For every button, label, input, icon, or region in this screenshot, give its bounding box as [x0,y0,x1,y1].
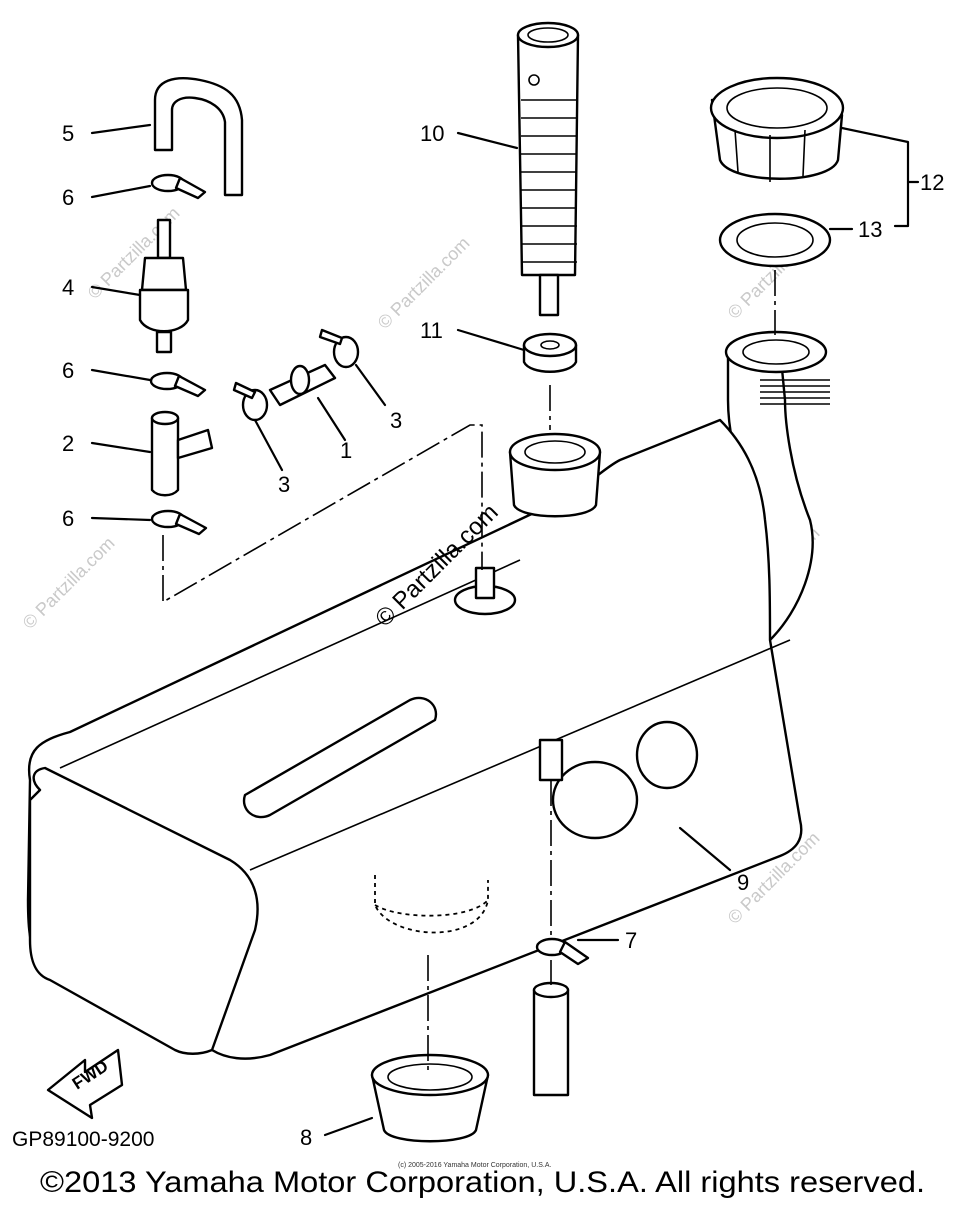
assembly-lines [162,270,776,1070]
part-6-clamp-top [150,173,207,200]
part-8-cup [370,1053,490,1143]
part-number-labels: 5 6 4 6 2 6 10 11 3 1 3 12 13 9 7 8 [62,121,944,1150]
sight-window [551,760,639,840]
part-label-3: 3 [390,408,402,433]
part-3-clamp-right [318,328,360,369]
part-label-6: 6 [62,358,74,383]
part-label-1: 1 [340,438,352,463]
tank-top-ridge [249,639,791,871]
bottom-recess-outline [374,875,489,934]
part-label-11: 11 [420,318,443,343]
part-2-tee [150,410,214,497]
part-label-10: 10 [420,121,444,146]
part-1-connector [268,363,337,407]
part-13-gasket [718,212,832,268]
fwd-arrow-icon: FWD [46,1048,124,1120]
part-6-clamp-low [150,509,208,536]
part-3-clamp-left [232,381,269,422]
part-label-12: 12 [920,170,944,195]
tank-top-edge [59,559,521,769]
part-label-3: 3 [278,472,290,497]
part-7-clamp [535,937,590,966]
spout-top [508,432,602,472]
tank-handle [242,696,438,819]
part-6-clamp-mid [149,371,207,398]
part-11-washer [522,332,578,373]
part-4-filter [138,218,190,354]
neck-threads [760,379,830,405]
tank-end-face [28,766,259,1055]
part-label-5: 5 [62,121,74,146]
part-label-8: 8 [300,1125,312,1150]
sight-window [635,720,699,790]
part-12-cap [709,76,845,182]
part-label-6: 6 [62,185,74,210]
leader-lines [90,123,920,1137]
part-label-13: 13 [858,217,882,242]
neck-top [724,330,828,374]
outlet-stub [538,738,564,782]
part-label-2: 2 [62,431,74,456]
grommet-stem [474,566,496,600]
diagram-code: GP89100-9200 [12,1128,154,1151]
oil-tank [26,330,830,1060]
copyright-footer: ©2013 Yamaha Motor Corporation, U.S.A. A… [40,1166,925,1199]
neck-opening [742,339,810,365]
part-label-7: 7 [625,928,637,953]
part-5-hose [153,77,244,197]
lower-hose [532,981,570,1097]
spout-opening [524,440,586,464]
small-copyright: (c) 2005-2016 Yamaha Motor Corporation, … [398,1162,551,1169]
bottom-recess-rim [374,899,489,917]
part-label-6: 6 [62,506,74,531]
part-label-4: 4 [62,275,74,300]
watermark: © Partzilla.com [19,533,119,633]
part-10-strainer [516,21,580,317]
part-label-9: 9 [737,870,749,895]
